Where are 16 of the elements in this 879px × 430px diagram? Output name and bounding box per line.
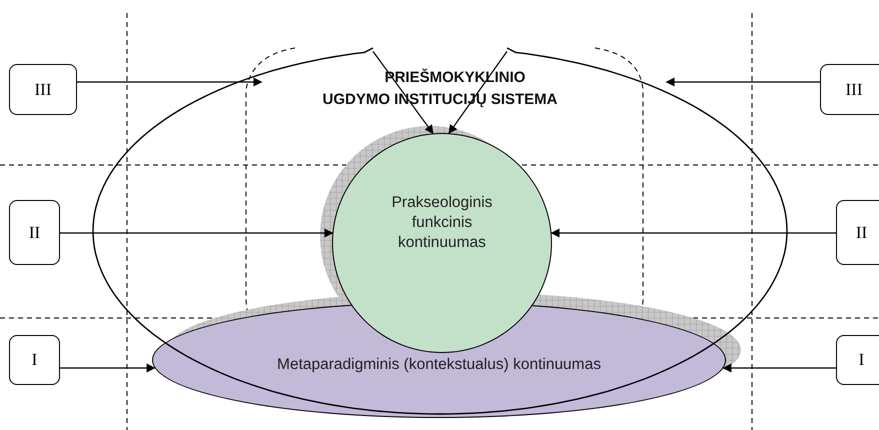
arrow [550, 228, 836, 238]
arrow [372, 51, 434, 134]
arrow [722, 364, 836, 372]
level-box: III [9, 64, 77, 115]
arrow [666, 78, 820, 86]
continuum-label: Prakseologinis funkcinis kontinuumas [390, 192, 494, 254]
level-box: I [836, 335, 879, 385]
level-box: I [9, 335, 60, 385]
arrow [448, 51, 508, 134]
level-box: II [9, 200, 60, 265]
arrow [60, 228, 334, 238]
arrow [60, 364, 156, 372]
arrow [77, 78, 262, 86]
level-box: II [836, 200, 879, 265]
level-box: III [820, 64, 879, 115]
continuum-label: Metaparadigminis (kontekstualus) kontinuumas [277, 354, 601, 375]
